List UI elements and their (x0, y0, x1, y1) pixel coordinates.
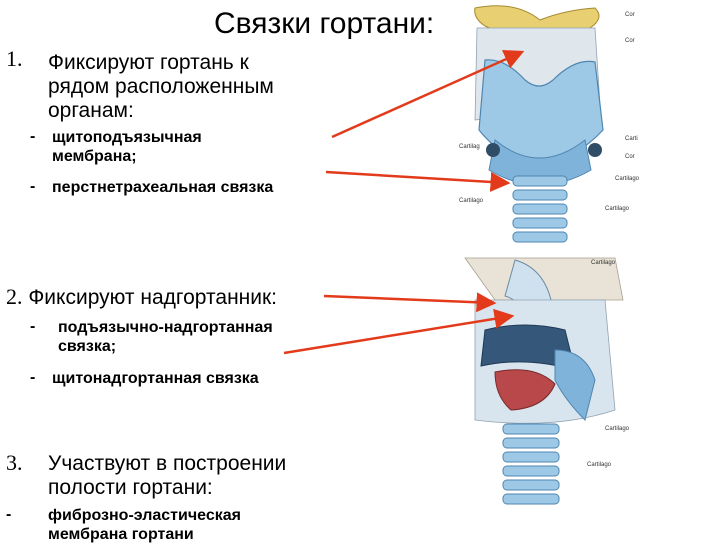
figure-label: Cartilago (605, 426, 630, 432)
larynx-sagittal-view: Cartilago Cartilago Cartilago (464, 257, 630, 505)
section-2-item-1-line: связка; (58, 338, 117, 355)
section-1-heading-line: рядом расположенным (48, 75, 274, 98)
slide-title: Связки гортани: (214, 7, 435, 40)
cricoid-cartilage-section (554, 349, 596, 421)
figure-label: Cartilag (459, 144, 480, 150)
figure-label: Cartilago (591, 260, 616, 266)
figure-label: Cartilago (587, 462, 612, 468)
section-2-item-1-dash: - (30, 318, 36, 335)
section-2-heading-line: Фиксируют надгортанник: (28, 286, 278, 309)
trachea-rings-bottom (502, 423, 560, 505)
section-3-heading: Участвуют в построении полости гортани: (48, 452, 286, 500)
section-1-item-1: щитоподъязычная мембрана; (52, 128, 202, 166)
tongue-root (464, 257, 624, 301)
cricothyroid-joint-left (486, 143, 500, 157)
figure-label: Cartilago (605, 206, 630, 212)
section-2-item-1: подъязычно-надгортанная связка; (58, 318, 273, 356)
section-1-heading-line: Фиксируют гортань к (48, 51, 249, 74)
section-2-heading: 2. Фиксируют надгортанник: (6, 285, 277, 310)
section-3-heading-line: полости гортани: (48, 476, 213, 499)
larynx-anterior-view: Cor Cor Carti Cor Cartilago Cartilago Ca… (459, 5, 640, 243)
arrow-thyroepiglottic-ligament (283, 308, 515, 355)
section-1-heading-line: органам: (48, 99, 134, 122)
section-2-item-2: щитонадгортанная связка (52, 370, 259, 387)
section-1-heading: Фиксируют гортань к рядом расположенным … (48, 51, 274, 123)
section-1-item-1-line: щитоподъязычная (52, 129, 202, 146)
section-2-number: 2. (6, 284, 23, 309)
figure-label: Carti (625, 136, 638, 142)
section-1-number: 1. (6, 46, 23, 71)
section-1-item-2-dash: - (30, 178, 36, 195)
cricothyroid-joint-right (588, 143, 602, 157)
section-2-item-2-dash: - (30, 369, 36, 386)
section-2-item-1-line: подъязычно-надгортанная (58, 319, 273, 336)
arrow-thyrohyoid-membrane (331, 50, 525, 139)
arrow-cricotracheal-ligament (325, 170, 511, 192)
vocal-muscle (494, 369, 556, 411)
section-1-item-2: перстнетрахеальная связка (52, 179, 274, 196)
section-3-item-1-dash: - (6, 506, 12, 523)
section-3-item-1-line: фиброзно-эластическая (48, 507, 241, 524)
section-3-number: 3. (6, 450, 23, 475)
figure-label: Cartilago (615, 176, 640, 182)
figure-label: Cor (625, 154, 635, 160)
figure-label: Cartilago (459, 198, 484, 204)
figure-label: Cor (625, 12, 635, 18)
section-1-item-1-dash: - (30, 128, 36, 145)
section-3-heading-line: Участвуют в построении (48, 452, 287, 475)
figure-label: Cor (625, 38, 635, 44)
arrow-hyoepiglottic-ligament (323, 292, 497, 313)
section-3-item-1-line: мембрана гортани (48, 526, 194, 543)
section-1-item-1-line: мембрана; (52, 148, 137, 165)
section-3-item-1: фиброзно-эластическая мембрана гортани (48, 506, 241, 544)
trachea-rings-top (512, 175, 568, 243)
larynx-illustration: Cor Cor Carti Cor Cartilago Cartilago Ca… (459, 5, 640, 505)
